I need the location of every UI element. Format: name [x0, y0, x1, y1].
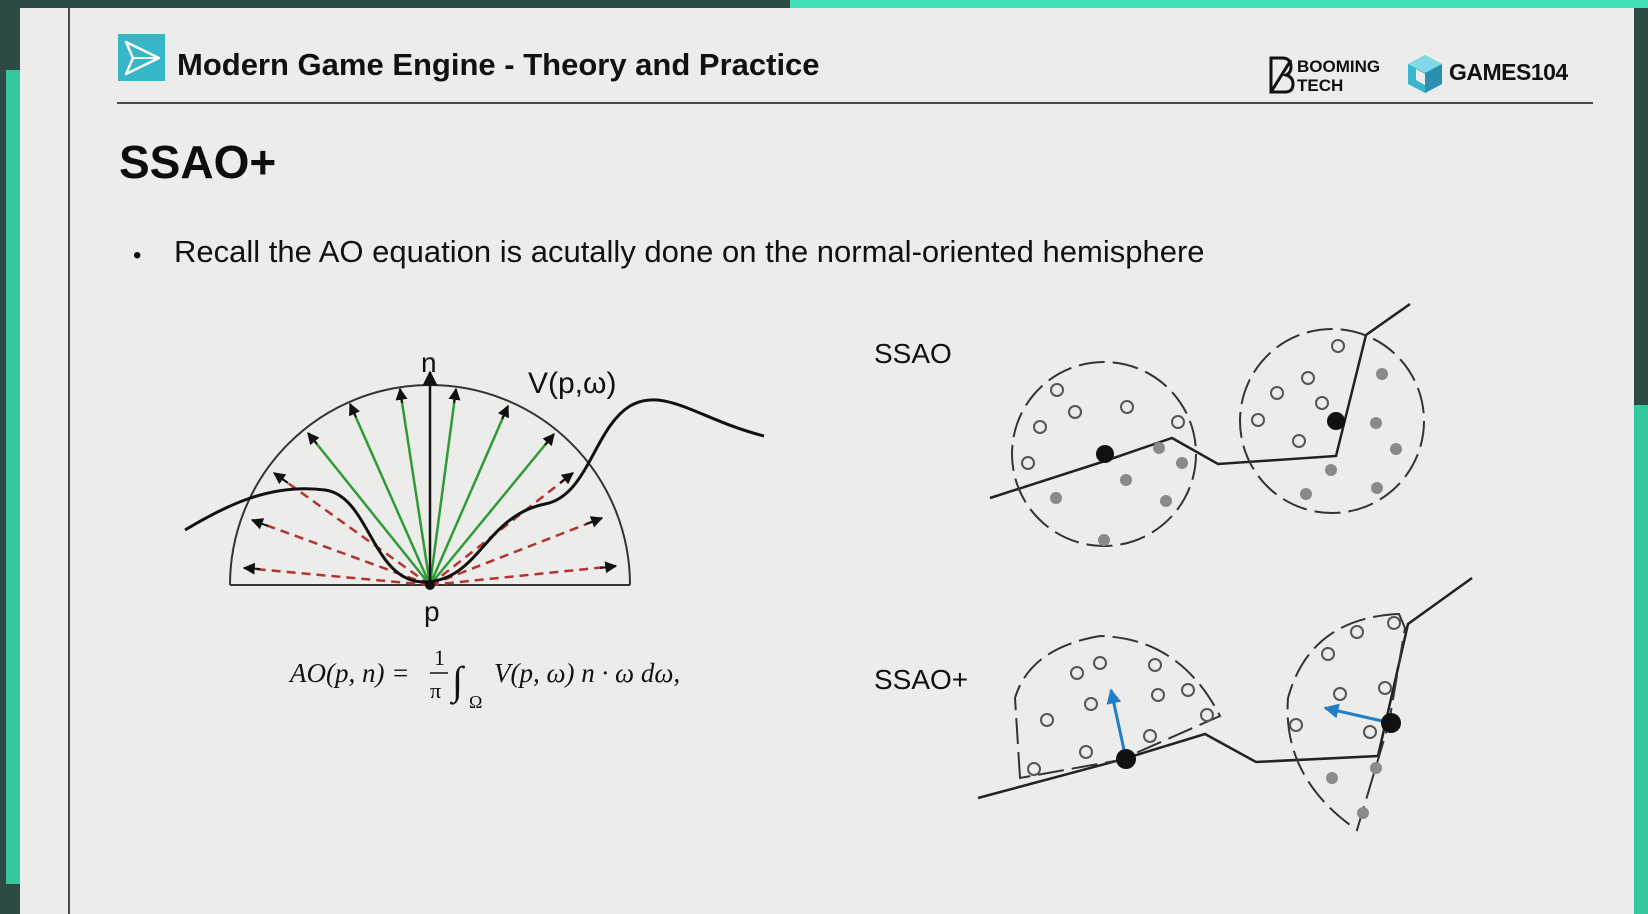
ssao-plus-shading-point — [1116, 749, 1136, 769]
surface-curve — [184, 398, 765, 584]
ssao-plus-label: SSAO+ — [874, 664, 968, 695]
ssao-plus-hemisphere — [1286, 612, 1407, 832]
top-accent-strip — [790, 0, 1648, 8]
slide-title: SSAO+ — [119, 136, 277, 188]
visible-ray — [428, 388, 458, 586]
visible-ray — [429, 433, 555, 586]
ssao-occluded-samples — [1050, 368, 1402, 546]
visible-ray — [398, 388, 432, 586]
equation-lhs: AO(p, n) = — [288, 658, 409, 688]
tech-text: TECH — [1297, 76, 1343, 95]
occluded-ray — [243, 566, 431, 587]
ssao-plus-normal-vector — [1323, 703, 1392, 725]
ssao-surface-line — [989, 302, 1411, 500]
ao-equation: AO(p, n) = 1 π ∫ Ω V(p, ω) n · ω dω, — [288, 645, 680, 712]
right-accent-strip — [1634, 405, 1648, 914]
ssao-plus-occluded-samples — [1326, 762, 1382, 819]
equation-integral-sign: ∫ — [449, 658, 466, 705]
hemisphere-figure: n V(p,ω) p AO(p, n) = 1 π ∫ Ω V(p, ω) n … — [184, 347, 765, 712]
ssao-plus-hemisphere — [1013, 634, 1222, 780]
ssao-unoccluded-samples — [1021, 339, 1345, 470]
occluded-ray — [429, 516, 603, 587]
games104-text: GAMES104 — [1449, 59, 1568, 85]
booming-tech-logo: BOOMING TECH — [1269, 56, 1380, 95]
diagram-canvas: n V(p,ω) p AO(p, n) = 1 π ∫ Ω V(p, ω) n … — [184, 302, 1473, 832]
left-rule — [68, 8, 70, 914]
visible-ray-heads — [307, 387, 555, 447]
paper-plane-icon — [124, 40, 161, 76]
ssao-shading-point — [1327, 412, 1345, 430]
sample-point-p — [425, 580, 435, 590]
point-label: p — [424, 596, 440, 627]
equation-domain: Ω — [469, 692, 482, 712]
occluded-ray-heads — [242, 472, 618, 575]
ssao-sample-sphere — [1239, 328, 1425, 514]
left-accent-strip — [6, 70, 20, 884]
equation-frac-numerator: 1 — [434, 645, 445, 670]
equation-integrand: V(p, ω) n · ω dω, — [494, 658, 680, 688]
visible-ray — [428, 405, 510, 586]
booming-text: BOOMING — [1297, 57, 1380, 76]
games104-cube-icon — [1408, 55, 1442, 93]
ssao-plus-diagram — [977, 576, 1473, 832]
bullet-text: Recall the AO equation is acutally done … — [174, 234, 1205, 269]
visibility-label: V(p,ω) — [528, 367, 616, 400]
ssao-plus-unoccluded-samples — [1027, 616, 1401, 776]
slide: Modern Game Engine - Theory and Practice… — [20, 8, 1634, 914]
visible-rays — [307, 388, 555, 586]
comparison-figure: SSAO SSAO+ — [874, 302, 1473, 832]
ssao-plus-surface-line — [977, 576, 1473, 800]
occluded-ray — [273, 471, 431, 587]
visible-ray — [307, 432, 431, 586]
ssao-plus-shading-point — [1381, 713, 1401, 733]
occluded-ray — [429, 564, 617, 587]
ssao-shading-point — [1096, 445, 1114, 463]
course-title: Modern Game Engine - Theory and Practice — [177, 47, 820, 82]
course-logo — [118, 34, 165, 81]
bullet-marker: • — [133, 242, 142, 269]
equation-frac-denominator: π — [430, 678, 441, 703]
ssao-diagram — [989, 302, 1425, 547]
ssao-label: SSAO — [874, 338, 952, 369]
visible-ray — [348, 403, 432, 586]
ssao-plus-normal-vector — [1106, 688, 1128, 760]
header-divider — [117, 102, 1593, 104]
normal-label: n — [421, 347, 437, 378]
